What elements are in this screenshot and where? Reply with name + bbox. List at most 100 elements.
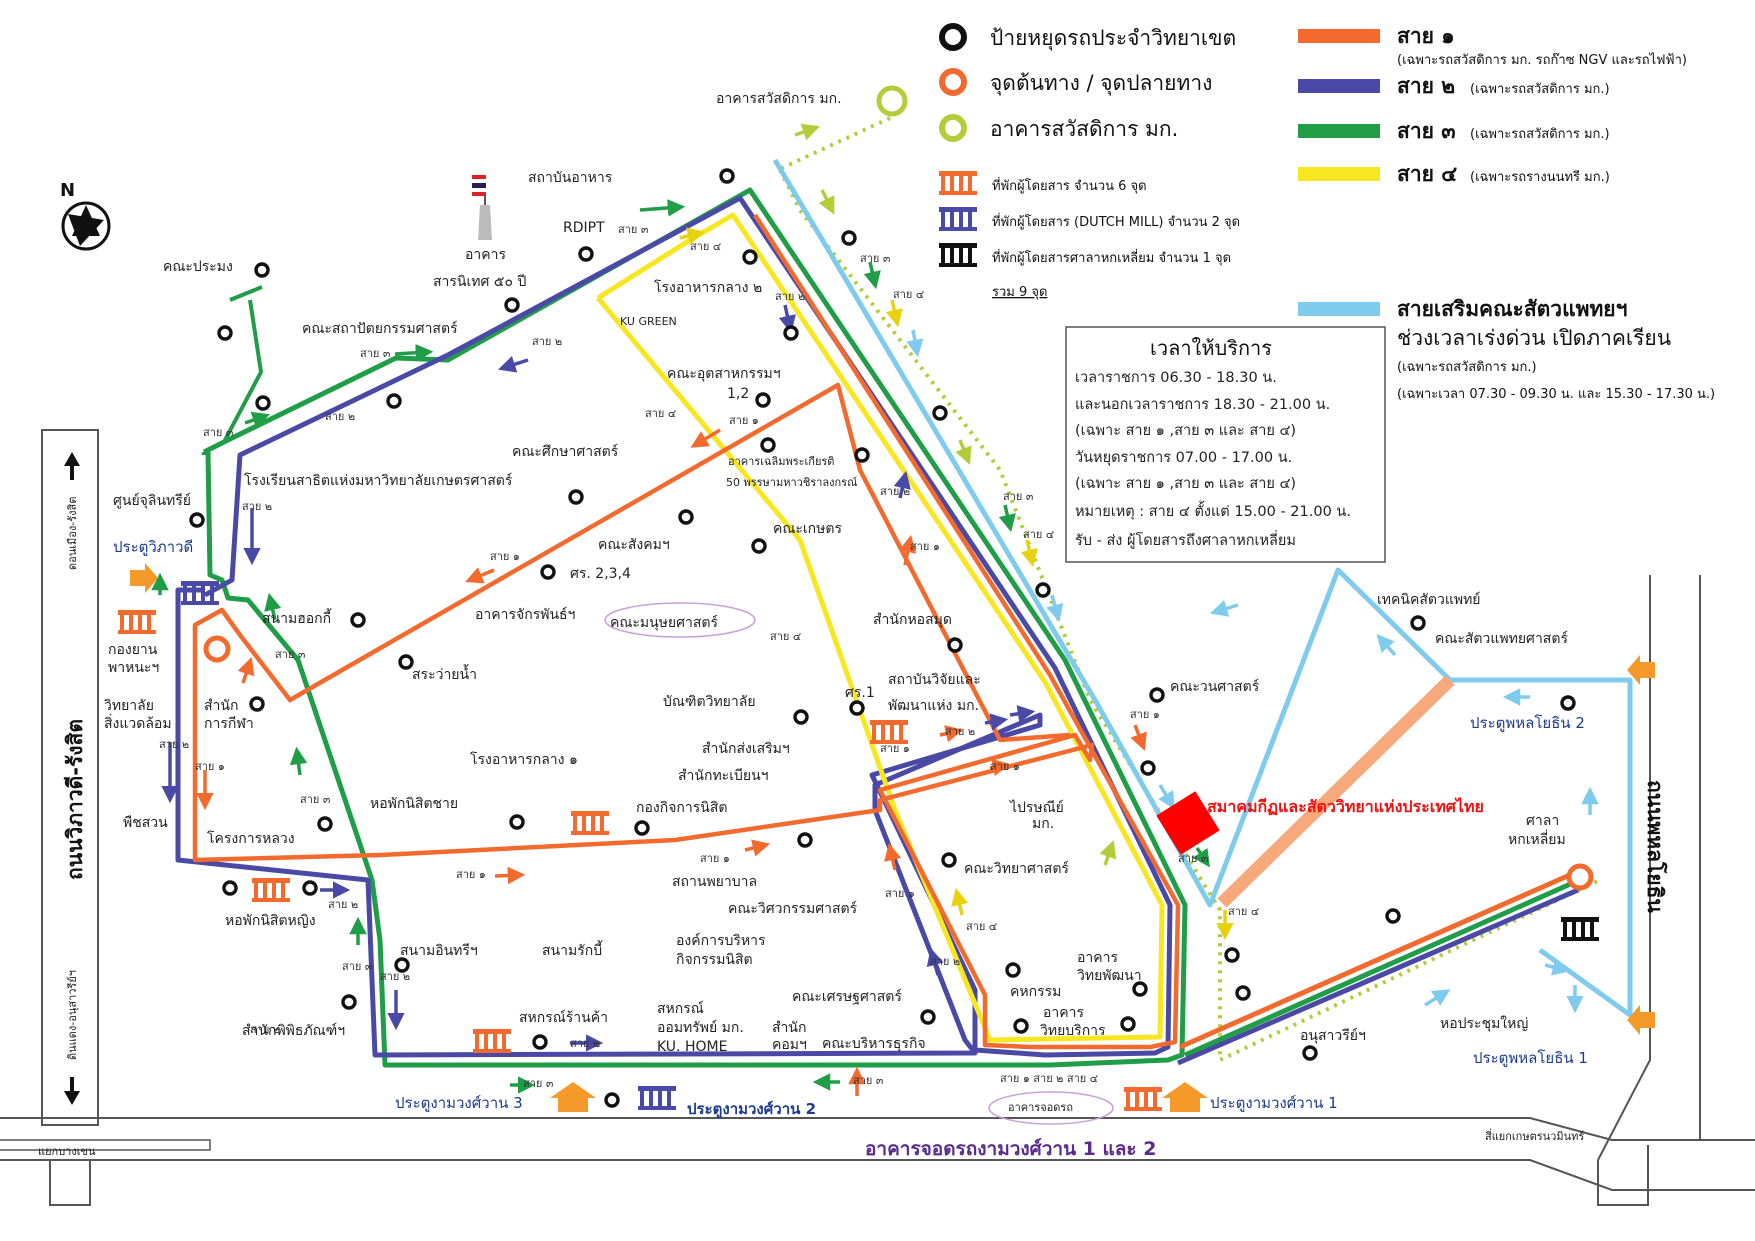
shelter-icon xyxy=(181,581,219,605)
direction-arrows xyxy=(151,123,1599,1096)
gate-arrow-icon xyxy=(1162,1082,1208,1112)
bus-stop xyxy=(920,1009,936,1025)
svg-text:ศูนย์จุลินทรีย์: ศูนย์จุลินทรีย์ xyxy=(113,492,191,509)
bus-stop xyxy=(841,230,857,246)
shelter-icon xyxy=(1124,1087,1162,1111)
welfare-marker xyxy=(876,85,908,117)
svg-text:ศร.1: ศร.1 xyxy=(845,685,875,701)
bus-stop xyxy=(217,325,233,341)
svg-text:พาหนะฯ: พาหนะฯ xyxy=(108,660,159,676)
line3-swatch xyxy=(1298,124,1380,138)
shelter-icon xyxy=(118,610,156,634)
svg-text:สำนัก: สำนัก xyxy=(772,1020,806,1036)
svg-text:ประตูงามวงศ์วาน 3: ประตูงามวงศ์วาน 3 xyxy=(395,1094,523,1112)
svg-text:ที่พักผู้โดยสาร จำนวน 6 จุด: ที่พักผู้โดยสาร จำนวน 6 จุด xyxy=(992,177,1147,194)
line4-swatch xyxy=(1298,167,1380,181)
bus-stop xyxy=(302,880,318,896)
svg-text:แยกบางเขน: แยกบางเขน xyxy=(38,1145,96,1158)
parking-caption: อาคารจอดรถงามวงศ์วาน 1 และ 2 xyxy=(865,1138,1156,1160)
svg-text:(เฉพาะรถรางนนทรี มก.): (เฉพาะรถรางนนทรี มก.) xyxy=(1470,169,1610,185)
svg-text:สาย ๔: สาย ๔ xyxy=(770,630,801,643)
svg-text:รับ - ส่ง ผู้โดยสารถึงศาลาหกเห: รับ - ส่ง ผู้โดยสารถึงศาลาหกเหลี่ยม xyxy=(1075,530,1296,549)
svg-text:สาย ๑: สาย ๑ xyxy=(885,887,915,900)
bus-stop xyxy=(578,246,594,262)
highlight-marker xyxy=(1156,791,1220,855)
svg-text:สาย ๑: สาย ๑ xyxy=(990,760,1020,773)
bus-stop xyxy=(604,1092,620,1108)
shelter-icon xyxy=(870,720,908,744)
svg-text:สระว่ายน้ำ: สระว่ายน้ำ xyxy=(412,664,477,683)
svg-text:สาย ๓: สาย ๓ xyxy=(853,1074,883,1087)
svg-text:กองกิจการนิสิต: กองกิจการนิสิต xyxy=(636,800,727,816)
svg-text:สาย ๑: สาย ๑ xyxy=(195,760,225,773)
svg-text:(เฉพาะรถสวัสดิการ มก.): (เฉพาะรถสวัสดิการ มก.) xyxy=(1470,127,1610,142)
svg-text:เวลาราชการ 06.30 - 18.30 น.: เวลาราชการ 06.30 - 18.30 น. xyxy=(1075,370,1277,386)
svg-text:(เฉพาะ สาย ๑ ,สาย ๓ และ สาย ๔): (เฉพาะ สาย ๑ ,สาย ๓ และ สาย ๔) xyxy=(1075,423,1296,439)
welfare-legend-icon xyxy=(939,114,967,142)
svg-text:สนามฮอกกี้: สนามฮอกกี้ xyxy=(262,608,332,627)
svg-text:อาคาร: อาคาร xyxy=(1043,1005,1084,1021)
svg-text:สี่แยกเกษตรนวมินทร์: สี่แยกเกษตรนวมินทร์ xyxy=(1485,1128,1585,1143)
svg-text:สาย ๑ สาย ๒ สาย ๔: สาย ๑ สาย ๒ สาย ๔ xyxy=(1000,1072,1098,1085)
svg-text:สาย ๔: สาย ๔ xyxy=(645,407,676,420)
svg-text:สาย ๒: สาย ๒ xyxy=(775,290,805,303)
bus-stop xyxy=(394,957,410,973)
svg-text:คณะสัตวแพทยศาสตร์: คณะสัตวแพทยศาสตร์ xyxy=(1435,630,1568,647)
bus-stop xyxy=(386,393,402,409)
svg-text:คณะอุตสาหกรรมฯ: คณะอุตสาหกรรมฯ xyxy=(667,366,781,382)
place-labels: อาคารสวัสดิการ มก. สถาบันอาหาร RDIPT อาค… xyxy=(104,91,1569,1114)
svg-text:โรงอาหารกลาง ๒: โรงอาหารกลาง ๒ xyxy=(654,279,762,296)
arrow-down-icon xyxy=(64,1077,80,1105)
roads xyxy=(0,429,1755,1206)
svg-text:สาย ๔: สาย ๔ xyxy=(690,240,721,253)
svg-text:สาย ๓: สาย ๓ xyxy=(1003,490,1033,503)
svg-text:สำนักหอสมุด: สำนักหอสมุด xyxy=(873,612,952,628)
svg-text:บัณฑิตวิทยาลัย: บัณฑิตวิทยาลัย xyxy=(663,694,756,710)
svg-text:สำนัก: สำนัก xyxy=(204,698,238,714)
svg-text:N: N xyxy=(60,180,75,201)
bus-stop xyxy=(1149,687,1165,703)
svg-text:ช่วงเวลาเร่งด่วน เปิดภาคเรียน: ช่วงเวลาเร่งด่วน เปิดภาคเรียน xyxy=(1397,326,1671,350)
gate-arrow-icon xyxy=(1627,655,1655,685)
gate-arrow-icon xyxy=(130,563,158,593)
svg-text:สาย ๔: สาย ๔ xyxy=(1023,528,1054,541)
bus-stop xyxy=(719,168,735,184)
bus-stop xyxy=(1410,615,1426,631)
gate-arrow-icon xyxy=(1627,1005,1655,1035)
terminal-legend-icon xyxy=(939,68,967,96)
svg-text:สาย ๓: สาย ๓ xyxy=(523,1077,553,1090)
highlight-label: สมาคมกีฏและสัตววิทยาแห่งประเทศไทย xyxy=(1207,797,1484,816)
bus-stop xyxy=(755,392,771,408)
svg-text:(เฉพาะเวลา 07.30 - 09.30 น. แล: (เฉพาะเวลา 07.30 - 09.30 น. และ 15.30 - … xyxy=(1397,387,1715,402)
bus-stop xyxy=(532,1034,548,1050)
svg-text:คณะวิทยาศาสตร์: คณะวิทยาศาสตร์ xyxy=(964,860,1069,877)
svg-text:ประตูงามวงศ์วาน 2: ประตูงามวงศ์วาน 2 xyxy=(687,1100,816,1119)
shelter-icon xyxy=(473,1029,511,1053)
svg-text:เทคนิคสัตวแพทย์: เทคนิคสัตวแพทย์ xyxy=(1377,591,1481,608)
svg-text:ประตูงามวงศ์วาน 1: ประตูงามวงศ์วาน 1 xyxy=(1210,1094,1338,1112)
bus-stops xyxy=(189,168,1576,1109)
svg-text:การกีฬา: การกีฬา xyxy=(204,716,254,732)
svg-text:(เฉพาะรถสวัสดิการ มก. รถก๊าซ N: (เฉพาะรถสวัสดิการ มก. รถก๊าซ NGV และรถไฟ… xyxy=(1397,52,1687,68)
svg-text:โครงการหลวง: โครงการหลวง xyxy=(207,830,295,847)
legend: ป้ายหยุดรถประจำวิทยาเขต จุดต้นทาง / จุดป… xyxy=(939,23,1715,402)
bus-stop xyxy=(255,395,271,411)
svg-text:ศาลา: ศาลา xyxy=(1526,813,1559,829)
svg-text:สาย ๓: สาย ๓ xyxy=(203,426,233,439)
svg-text:สาย ๔: สาย ๔ xyxy=(966,920,997,933)
svg-text:วิทยบริการ: วิทยบริการ xyxy=(1040,1023,1106,1039)
svg-text:ป้ายหยุดรถประจำวิทยาเขต: ป้ายหยุดรถประจำวิทยาเขต xyxy=(990,26,1236,51)
extra-line-swatch xyxy=(1298,302,1380,316)
svg-text:คณะวนศาสตร์: คณะวนศาสตร์ xyxy=(1170,678,1260,695)
svg-text:RDIPT: RDIPT xyxy=(563,220,605,236)
svg-text:สาย ๒: สาย ๒ xyxy=(570,1037,600,1050)
svg-text:สาย ๒: สาย ๒ xyxy=(242,500,272,513)
svg-text:พืชสวน: พืชสวน xyxy=(123,815,168,831)
svg-text:สาย ๓: สาย ๓ xyxy=(860,252,890,265)
terminal-marker xyxy=(203,635,231,663)
svg-text:พัฒนาแห่ง มก.: พัฒนาแห่ง มก. xyxy=(888,698,979,714)
svg-text:ประตูพหลโยธิน 2: ประตูพหลโยธิน 2 xyxy=(1470,714,1585,732)
road-arrows xyxy=(64,452,80,1105)
bus-stop xyxy=(398,654,414,670)
svg-text:สนามรักบี้: สนามรักบี้ xyxy=(542,940,603,959)
